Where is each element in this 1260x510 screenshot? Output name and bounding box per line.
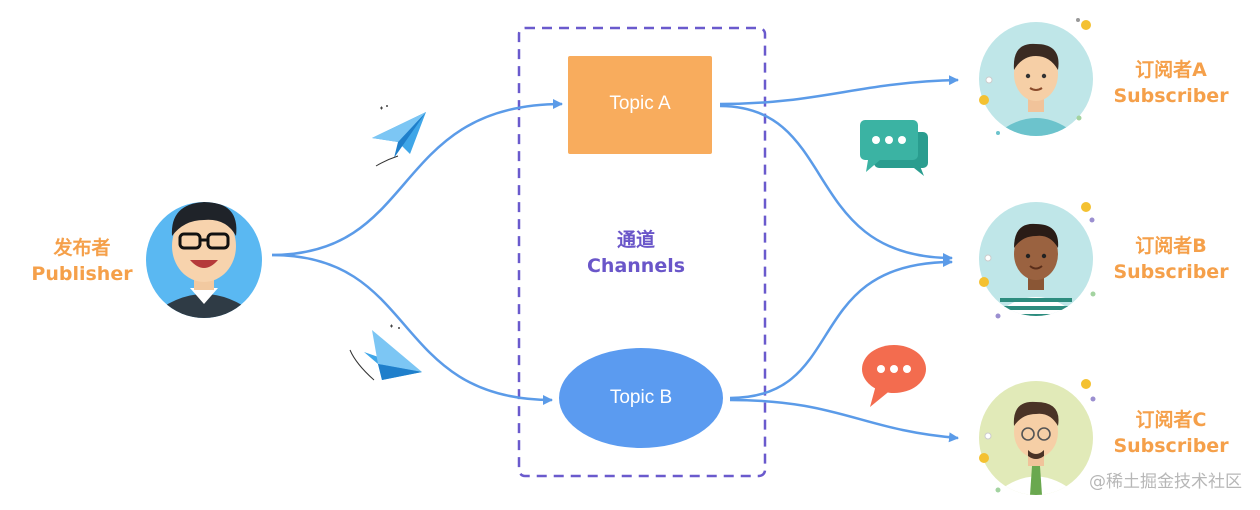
arrow-topic-b-to-subscriber-c: [729, 398, 959, 443]
subscriber-c-name-en: Subscriber: [1113, 434, 1229, 457]
chat-bubble-icon: [862, 345, 926, 407]
publisher-name-en: Publisher: [31, 262, 133, 285]
topic-b-label: Topic B: [609, 387, 673, 408]
subscriber-a-label: 订阅者A Subscriber: [1106, 58, 1236, 109]
subscriber-a-name-en: Subscriber: [1113, 84, 1229, 107]
watermark: @稀土掘金技术社区: [1089, 472, 1242, 492]
channels-frame: [517, 26, 767, 478]
paper-plane-icon: [372, 105, 426, 167]
publisher-name-cn: 发布者: [53, 237, 111, 259]
subscriber-b-avatar: [979, 202, 1096, 319]
subscriber-b-label: 订阅者B Subscriber: [1106, 234, 1236, 285]
subscriber-a-avatar: [979, 18, 1093, 136]
channels-name-en: Channels: [586, 254, 686, 277]
subscriber-a-name-cn: 订阅者A: [1135, 59, 1207, 81]
arrow-publisher-to-topic-a: [271, 99, 563, 257]
channels-name-cn: 通道: [616, 229, 655, 251]
arrow-publisher-to-topic-b: [271, 253, 553, 405]
publisher-avatar: [146, 202, 262, 318]
topic-a-box: [568, 56, 712, 154]
channels-label: 通道 Channels: [572, 228, 700, 279]
topic-b-ellipse: [559, 348, 723, 448]
subscriber-c-avatar: [979, 379, 1096, 495]
subscriber-c-name-cn: 订阅者C: [1135, 409, 1207, 431]
paper-plane-icon: [349, 324, 422, 381]
subscriber-b-name-cn: 订阅者B: [1135, 235, 1207, 257]
arrow-topic-a-to-subscriber-a: [719, 75, 959, 106]
arrow-topic-b-to-subscriber-b: [729, 257, 953, 400]
chat-bubbles-icon: [860, 120, 928, 176]
subscriber-c-label: 订阅者C Subscriber: [1106, 408, 1236, 459]
subscriber-b-name-en: Subscriber: [1113, 260, 1229, 283]
arrow-topic-a-to-subscriber-b: [719, 104, 953, 263]
publisher-label: 发布者 Publisher: [28, 236, 136, 287]
topic-a-label: Topic A: [609, 93, 671, 114]
